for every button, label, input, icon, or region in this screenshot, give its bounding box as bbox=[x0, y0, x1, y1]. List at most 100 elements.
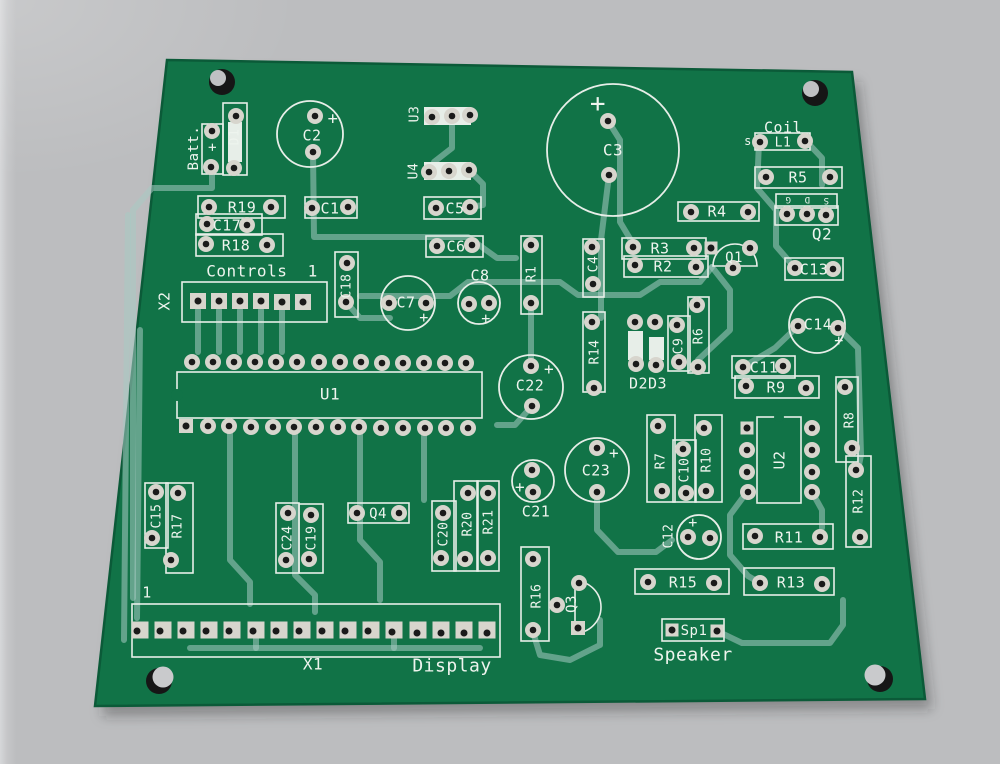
pad-hole bbox=[428, 113, 436, 121]
silk-label-r11: R11 bbox=[775, 528, 804, 546]
pad-hole bbox=[441, 359, 449, 367]
pad-hole bbox=[311, 112, 319, 120]
pad-hole bbox=[309, 148, 317, 156]
pad-hole bbox=[282, 556, 290, 564]
pad-hole bbox=[668, 626, 676, 634]
pad-hole bbox=[756, 579, 764, 587]
pad-hole bbox=[278, 298, 286, 306]
pad-hole bbox=[225, 422, 233, 430]
silk-label-u4: U4 bbox=[407, 163, 422, 180]
silk-label-display: Display bbox=[412, 655, 491, 676]
pad-hole bbox=[575, 579, 583, 587]
pad-hole bbox=[364, 627, 372, 635]
silk-component-outline bbox=[734, 375, 820, 399]
silk-component-body bbox=[649, 337, 664, 360]
silk-label-q2-pin-g: G bbox=[785, 194, 791, 204]
pad-hole bbox=[791, 264, 799, 272]
silk-label-c7: C7 bbox=[396, 293, 415, 311]
pad-hole bbox=[818, 580, 826, 588]
pad-hole bbox=[834, 324, 842, 332]
pad-hole bbox=[692, 263, 700, 271]
silk-component-outline bbox=[754, 166, 843, 189]
pad-hole bbox=[631, 318, 639, 326]
pad-hole bbox=[803, 210, 811, 218]
pad-hole bbox=[684, 533, 692, 541]
silk-label-c15: C15 bbox=[150, 504, 165, 529]
pad-hole bbox=[249, 627, 257, 635]
pad-hole bbox=[445, 167, 453, 175]
silk-label-x1: X1 bbox=[303, 655, 323, 674]
pad-hole bbox=[355, 423, 363, 431]
silk-capacitor-outline bbox=[276, 100, 344, 168]
pad-hole bbox=[295, 627, 303, 635]
silk-label-c20: C20 bbox=[437, 522, 452, 547]
silk-label-q1: Q1 bbox=[725, 250, 743, 266]
pad-hole bbox=[167, 556, 175, 564]
silk-capacitor-outline bbox=[457, 281, 501, 325]
pad-hole bbox=[802, 384, 810, 392]
pad-hole bbox=[744, 488, 752, 496]
silk-label-c12-plus: + bbox=[688, 513, 698, 531]
pad-hole bbox=[247, 423, 255, 431]
silk-label-c2-plus: + bbox=[328, 109, 339, 129]
pad-hole bbox=[743, 424, 751, 432]
silk-component-outline bbox=[298, 503, 324, 574]
silk-label-c13: C13 bbox=[800, 260, 829, 278]
pad-hole bbox=[284, 509, 292, 517]
silk-label-c17: C17 bbox=[213, 216, 242, 234]
silk-label-r16: R16 bbox=[530, 584, 545, 609]
silk-label-c23: C23 bbox=[582, 461, 611, 479]
silk-component-outline bbox=[165, 482, 194, 574]
pad-hole bbox=[433, 242, 441, 250]
silk-component-outline bbox=[195, 213, 263, 236]
pad-hole bbox=[251, 358, 259, 366]
pad-hole bbox=[377, 424, 385, 432]
silk-label-c18: C18 bbox=[340, 274, 355, 299]
silk-label-r4: R4 bbox=[707, 202, 726, 220]
pad-hole bbox=[342, 298, 350, 306]
silk-label-q2-pin-s: S bbox=[823, 195, 829, 205]
pad-hole bbox=[693, 301, 701, 309]
silk-label-r3: R3 bbox=[650, 239, 669, 257]
silk-component-outline bbox=[144, 482, 169, 549]
pad-hole bbox=[437, 554, 445, 562]
pad-hole bbox=[739, 363, 747, 371]
pad-hole bbox=[527, 241, 535, 249]
pad-hole bbox=[588, 318, 596, 326]
silk-label-c24: C24 bbox=[281, 526, 296, 551]
pad-hole bbox=[729, 264, 737, 272]
pad-hole bbox=[713, 627, 721, 635]
pad-hole bbox=[743, 446, 751, 454]
pad-hole bbox=[682, 489, 690, 497]
silk-component-outline bbox=[453, 480, 479, 572]
copper-trace bbox=[594, 489, 675, 555]
silk-component-outline bbox=[181, 281, 328, 323]
silk-component-outline bbox=[743, 567, 835, 596]
pad-hole bbox=[841, 383, 849, 391]
pad-hole bbox=[707, 244, 715, 252]
silk-component-outline bbox=[784, 257, 844, 281]
pad-hole bbox=[299, 298, 307, 306]
pad-hole bbox=[801, 137, 809, 145]
pad-hole bbox=[744, 208, 752, 216]
silk-label-c22: C22 bbox=[516, 376, 545, 394]
pad-hole bbox=[385, 299, 393, 307]
pad-hole bbox=[808, 424, 816, 432]
silk-label-c1: C1 bbox=[320, 199, 339, 217]
pad-hole bbox=[468, 241, 476, 249]
pad-hole bbox=[702, 487, 710, 495]
pad-hole bbox=[318, 627, 326, 635]
silk-label-c11: C11 bbox=[750, 358, 779, 376]
silk-label-sp1: Sp1 bbox=[681, 623, 708, 639]
pad-hole bbox=[148, 534, 156, 542]
pad-hole bbox=[856, 533, 864, 541]
pad-hole bbox=[654, 422, 662, 430]
silk-component-body bbox=[228, 122, 242, 162]
silk-label-x1-pin1: 1 bbox=[142, 583, 152, 601]
pad-hole bbox=[590, 384, 598, 392]
copper-trace bbox=[727, 489, 763, 586]
pad-hole bbox=[794, 322, 802, 330]
pad-hole bbox=[460, 629, 468, 637]
mount-hole bbox=[864, 664, 886, 686]
pad-hole bbox=[205, 203, 213, 211]
